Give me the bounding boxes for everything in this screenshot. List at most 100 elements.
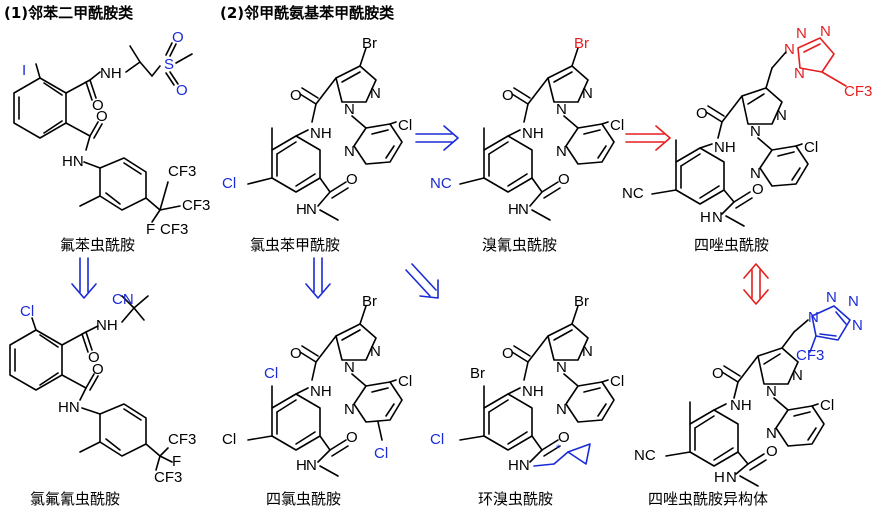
atom-pyrazole-n: N <box>344 359 355 376</box>
atom-bromine: Br <box>362 293 377 310</box>
atom-carbonyl-oxygen: O <box>96 108 108 125</box>
double-arrow-right-red-icon <box>625 125 671 151</box>
atom-amide-nh: NH <box>522 125 544 142</box>
atom-tetrazole-n: N <box>852 317 863 334</box>
atom-carbonyl-oxygen: O <box>696 105 708 122</box>
atom-amide-n: N <box>726 469 737 486</box>
atom-carbonyl-oxygen: O <box>88 349 100 366</box>
atom-carbonyl-oxygen: O <box>766 443 778 460</box>
atom-amide-nh: NH <box>310 125 332 142</box>
atom-nitrile: CN <box>112 291 134 308</box>
atom-cf3: CF3 <box>154 469 182 486</box>
atom-pyridine-n: N <box>344 143 355 160</box>
atom-chlorine: Cl <box>430 431 444 448</box>
atom-chlorine: Cl <box>820 397 834 414</box>
atom-cf3: CF3 <box>168 163 196 180</box>
atom-hydrogen: H <box>508 201 519 218</box>
atom-pyridine-n: N <box>556 143 567 160</box>
caption-cyantraniliprole: 溴氰虫酰胺 <box>482 236 557 254</box>
atom-carbonyl-oxygen: O <box>752 181 764 198</box>
atom-amide-n: N <box>712 209 723 226</box>
atom-pyrazole-n: N <box>792 367 803 384</box>
atom-hydrogen: H <box>296 201 307 218</box>
atom-tetrazole-n: N <box>784 41 795 58</box>
atom-nitrile: NC <box>634 447 656 464</box>
atom-hydrogen: H <box>296 457 307 474</box>
double-arrow-right-icon <box>415 125 459 151</box>
atom-pyrazole-n: N <box>556 359 567 376</box>
atom-cf3: CF3 <box>796 347 824 364</box>
section-title-anthranilic-diamides: (2)邻甲酰氨基苯甲酰胺类 <box>220 4 395 22</box>
atom-amide-hn: HN <box>58 399 80 416</box>
atom-pyrazole-n: N <box>582 343 593 360</box>
caption-cyhalodiamide: 氯氟氰虫酰胺 <box>30 490 120 508</box>
atom-pyrazole-n: N <box>556 101 567 118</box>
atom-amide-n: N <box>306 457 317 474</box>
caption-chlorantraniliprole: 氯虫苯甲酰胺 <box>250 236 340 254</box>
atom-amide-nh: NH <box>730 397 752 414</box>
atom-pyridine-n: N <box>556 401 567 418</box>
double-arrow-down-icon <box>71 257 97 299</box>
atom-bromine: Br <box>362 35 377 52</box>
atom-amide-hn: HN <box>62 153 84 170</box>
structure-tetraniliprole: N N N N CF3 N N O NH Cl N NC <box>622 23 872 227</box>
atom-carbonyl-oxygen: O <box>346 171 358 188</box>
double-arrow-down-icon <box>305 257 331 299</box>
structure-cyclaniliprole: Br N N O NH Cl N Br Cl O HN * <box>430 293 624 474</box>
atom-amide-nh: NH <box>714 139 736 156</box>
atom-chlorine: Cl <box>222 431 236 448</box>
atom-pyrazole-n: N <box>766 383 777 400</box>
atom-amide-n: N <box>518 201 529 218</box>
structure-tetraniliprole-isomer: N N N N CF3 N N O NH Cl N NC <box>634 289 863 487</box>
atom-carbonyl-oxygen: O <box>712 365 724 382</box>
atom-tetrazole-n: N <box>826 289 837 306</box>
structure-flubendiamide: I O NH S O O O HN CF3 <box>13 29 210 238</box>
atom-carbonyl-oxygen: O <box>290 87 302 104</box>
atom-tetrazole-n: N <box>796 25 807 42</box>
atom-tetrazole-n: N <box>820 23 831 40</box>
atom-chlorine: Cl <box>804 139 818 156</box>
atom-carbonyl-oxygen: O <box>92 361 104 378</box>
atom-chlorine: Cl <box>610 373 624 390</box>
atom-pyrazole-n: N <box>776 107 787 124</box>
atom-cf3: CF3 <box>160 221 188 238</box>
caption-cyclaniliprole: 环溴虫酰胺 <box>478 490 553 508</box>
atom-chlorine: Cl <box>20 303 34 320</box>
atom-bromine: Br <box>470 365 485 382</box>
atom-tetrazole-n: N <box>794 65 805 82</box>
atom-chlorine: Cl <box>222 175 236 192</box>
atom-cf3: CF3 <box>182 197 210 214</box>
atom-bromine: Br <box>574 35 589 52</box>
atom-stereocenter-star: * <box>556 443 561 455</box>
atom-chlorine: Cl <box>374 445 388 462</box>
atom-carbonyl-oxygen: O <box>558 171 570 188</box>
atom-pyrazole-n: N <box>750 123 761 140</box>
atom-cf3: CF3 <box>844 83 872 100</box>
atom-amide-hn: HN <box>508 457 530 474</box>
atom-carbonyl-oxygen: O <box>92 97 104 114</box>
atom-cf3: CF3 <box>168 431 196 448</box>
atom-tetrazole-n: N <box>808 309 819 326</box>
atom-sulfone-oxygen-top: O <box>172 29 184 46</box>
atom-bromine: Br <box>574 293 589 310</box>
atom-fluorine: F <box>172 453 181 470</box>
atom-chlorine: Cl <box>264 365 278 382</box>
double-arrow-updown-icon <box>743 263 769 305</box>
atom-sulfur: S <box>164 56 174 73</box>
atom-fluorine: F <box>146 221 155 238</box>
section-title-phthalamides: (1)邻苯二甲酰胺类 <box>4 4 134 22</box>
structure-tetrachlorantraniliprole: Br N N O NH Cl Cl N Cl Cl O N H <box>222 293 412 477</box>
structure-cyhalodiamide: Cl O NH CN O HN CF3 F CF3 <box>9 291 196 486</box>
structure-cyantraniliprole: Br N N O NH Cl N NC O N H <box>430 35 624 221</box>
atom-pyridine-n: N <box>766 425 777 442</box>
atom-sulfone-oxygen-bottom: O <box>176 82 188 99</box>
atom-carbonyl-oxygen: O <box>502 87 514 104</box>
atom-pyrazole-n: N <box>370 85 381 102</box>
atom-chlorine: Cl <box>610 117 624 134</box>
atom-amide-n: N <box>306 201 317 218</box>
atom-carbonyl-oxygen: O <box>290 345 302 362</box>
atom-pyrazole-n: N <box>344 101 355 118</box>
atom-amide-nh: NH <box>522 383 544 400</box>
atom-hydrogen: H <box>700 209 711 226</box>
